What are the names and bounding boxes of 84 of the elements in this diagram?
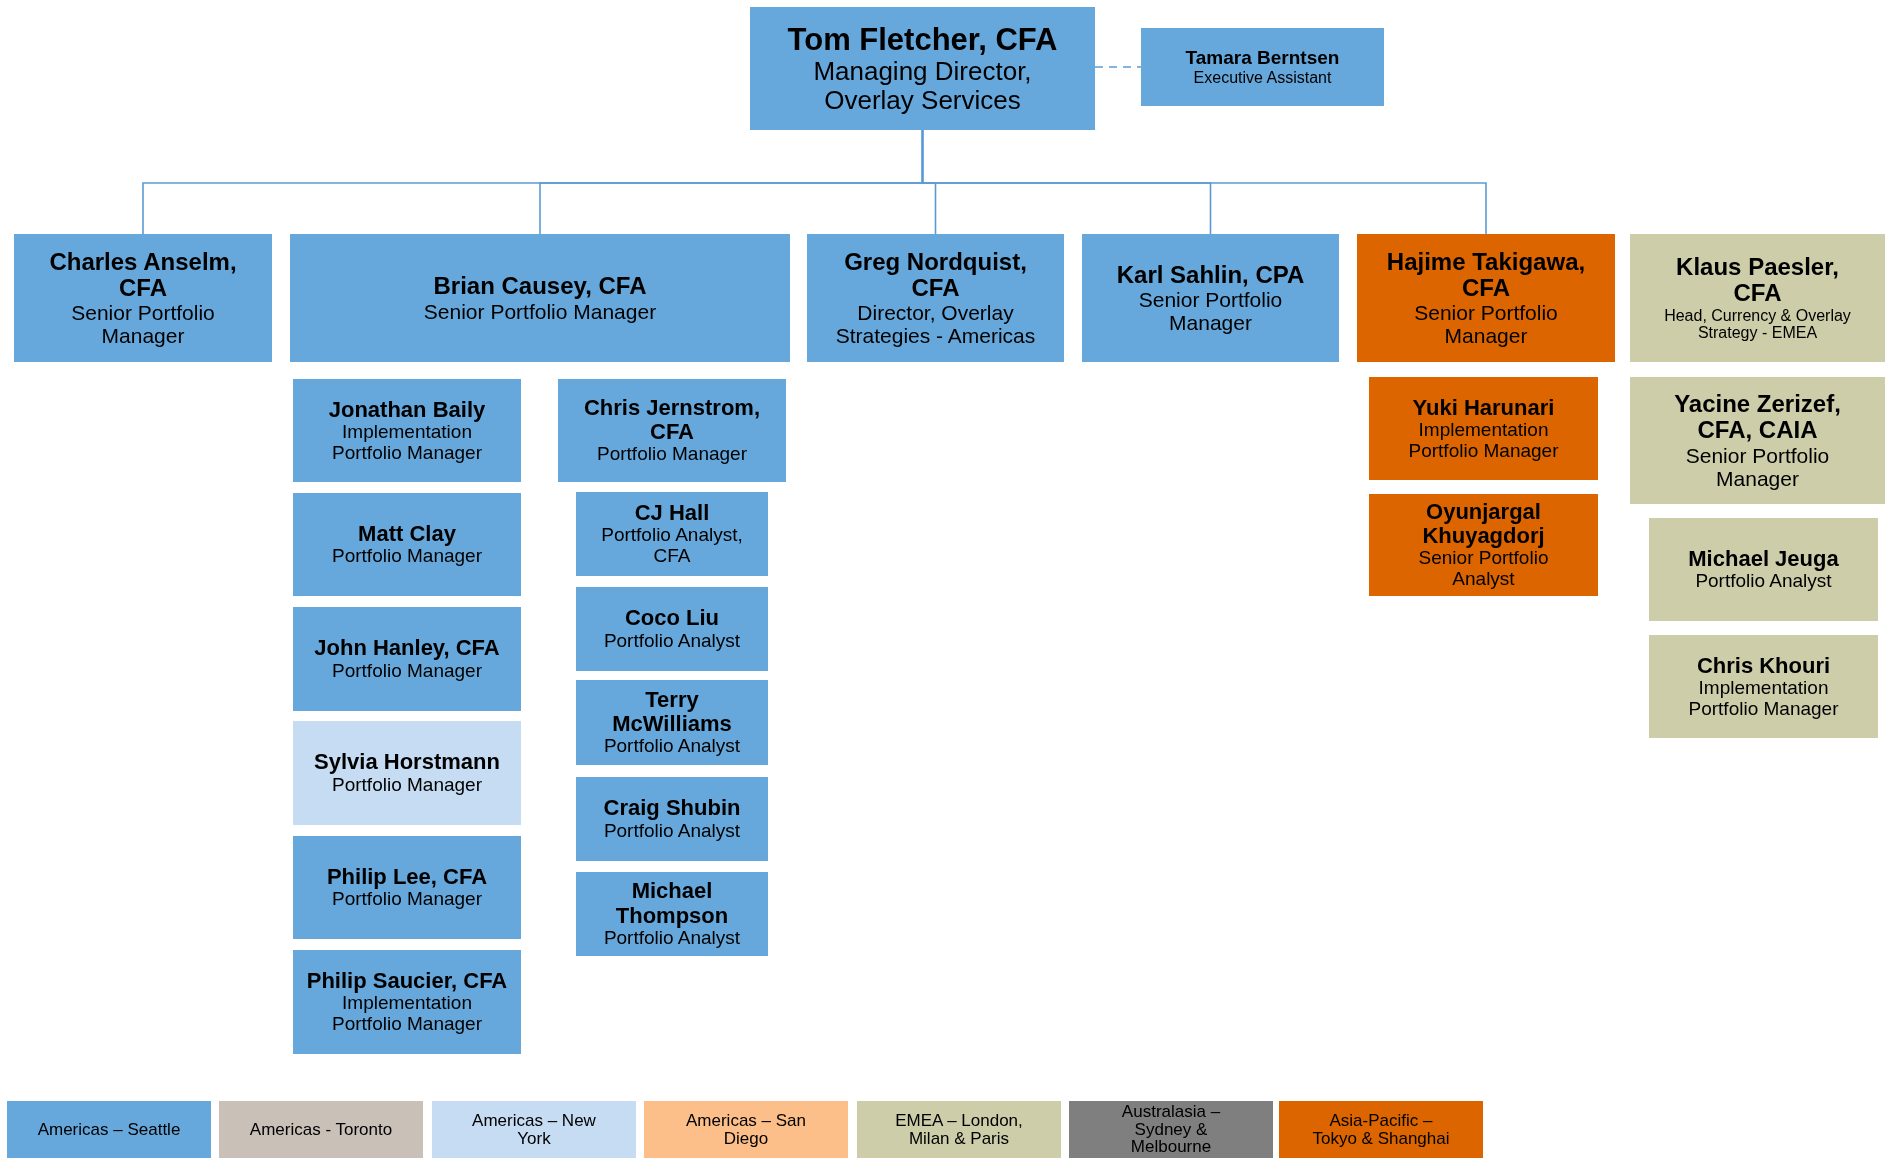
- legend-label: Americas – San Diego: [685, 1111, 807, 1148]
- person-name: Yacine Zerizef, CFA, CAIA: [1673, 391, 1842, 444]
- job-title: Implementation Portfolio Manager: [1687, 677, 1840, 720]
- job-title: Director, Overlay Strategies - Americas: [834, 301, 1037, 348]
- person-name: Tom Fletcher, CFA: [786, 22, 1059, 57]
- job-title: Implementation Portfolio Manager: [331, 421, 482, 464]
- job-title: Portfolio Analyst: [1694, 571, 1832, 593]
- person-box: [576, 872, 768, 956]
- person-box: [290, 234, 790, 362]
- connector-line: [921, 129, 1487, 235]
- person-box: [1082, 234, 1339, 362]
- person-box: [1649, 635, 1878, 738]
- job-title: Head, Currency & Overlay Strategy - EMEA: [1663, 306, 1852, 342]
- legend-label: Americas – Seattle: [37, 1120, 181, 1139]
- person-box: [293, 836, 521, 939]
- connector-line: [1094, 66, 1142, 68]
- job-title: Portfolio Manager: [331, 546, 483, 568]
- person-name: Tamara Berntsen: [1184, 47, 1341, 69]
- person-box: [1141, 28, 1384, 106]
- legend-label: Americas – New York: [471, 1111, 597, 1148]
- person-name: John Hanley, CFA: [313, 636, 501, 661]
- person-name: CJ Hall: [633, 501, 711, 526]
- job-title: Executive Assistant: [1192, 68, 1333, 87]
- legend-label: Americas - Toronto: [249, 1120, 393, 1139]
- person-name: Matt Clay: [357, 521, 457, 547]
- person-name: Karl Sahlin, CPA: [1115, 261, 1306, 289]
- job-title: Portfolio Analyst: [602, 630, 742, 652]
- person-box: [1630, 377, 1885, 504]
- person-box: [558, 379, 786, 482]
- person-box: [807, 234, 1064, 362]
- person-name: Sylvia Horstmann: [313, 750, 501, 775]
- person-box: [1630, 234, 1885, 362]
- person-name: Chris Khouri: [1695, 653, 1832, 678]
- person-name: Yuki Harunari: [1411, 395, 1556, 420]
- person-box: [576, 777, 768, 861]
- person-box: [293, 493, 521, 596]
- person-name: Jonathan Baily: [327, 397, 487, 422]
- job-title: Senior Portfolio Manager: [1413, 301, 1559, 348]
- person-box: [14, 234, 272, 362]
- job-title: Senior Portfolio Manager: [1684, 443, 1831, 490]
- person-box: [1357, 234, 1615, 362]
- job-title: Implementation Portfolio Manager: [1407, 419, 1560, 462]
- person-name: Philip Lee, CFA: [325, 864, 489, 890]
- person-name: Chris Jernstrom, CFA: [582, 395, 762, 445]
- job-title: Portfolio Manager: [596, 444, 748, 466]
- person-name: Klaus Paesler, CFA: [1675, 254, 1840, 307]
- person-name: Oyunjargal Khuyagdorj: [1421, 499, 1546, 549]
- person-box: [576, 680, 768, 765]
- job-title: Portfolio Analyst: [602, 736, 742, 758]
- person-box: [750, 7, 1095, 130]
- person-name: Charles Anselm, CFA: [48, 248, 238, 302]
- person-name: Philip Saucier, CFA: [305, 969, 509, 994]
- person-name: Hajime Takigawa, CFA: [1385, 248, 1587, 302]
- job-title: Senior Portfolio Manager: [1137, 288, 1284, 335]
- job-title: Portfolio Manager: [332, 774, 483, 796]
- person-name: Coco Liu: [623, 606, 721, 631]
- person-name: Michael Jeuga: [1687, 546, 1840, 572]
- person-box: [1369, 494, 1598, 596]
- person-box: [293, 607, 521, 711]
- job-title: Portfolio Manager: [331, 660, 483, 682]
- person-box: [293, 379, 521, 482]
- person-name: Craig Shubin: [602, 796, 742, 821]
- legend-label: EMEA – London, Milan & Paris: [894, 1111, 1024, 1148]
- job-title: Portfolio Analyst: [602, 820, 742, 842]
- job-title: Senior Portfolio Analyst: [1417, 548, 1550, 591]
- job-title: Senior Portfolio Manager: [70, 301, 216, 348]
- job-title: Implementation Portfolio Manager: [332, 993, 483, 1035]
- job-title: Portfolio Analyst, CFA: [600, 525, 744, 567]
- person-box: [293, 950, 521, 1054]
- person-box: [576, 587, 768, 671]
- job-title: Managing Director, Overlay Services: [812, 56, 1033, 115]
- legend-label: Australasia – Sydney & Melbourne: [1120, 1102, 1222, 1157]
- person-box: [1369, 377, 1598, 480]
- person-name: Greg Nordquist, CFA: [843, 248, 1028, 302]
- person-box: [576, 492, 768, 576]
- person-name: Michael Thompson: [614, 879, 730, 928]
- job-title: Senior Portfolio Manager: [422, 299, 658, 323]
- job-title: Portfolio Manager: [332, 889, 483, 911]
- legend-label: Asia-Pacific – Tokyo & Shanghai: [1311, 1111, 1451, 1148]
- person-box: [1649, 518, 1878, 621]
- job-title: Portfolio Analyst: [602, 927, 742, 949]
- person-box: [293, 721, 521, 825]
- person-name: Brian Causey, CFA: [432, 273, 648, 300]
- person-name: Terry McWilliams: [611, 687, 733, 737]
